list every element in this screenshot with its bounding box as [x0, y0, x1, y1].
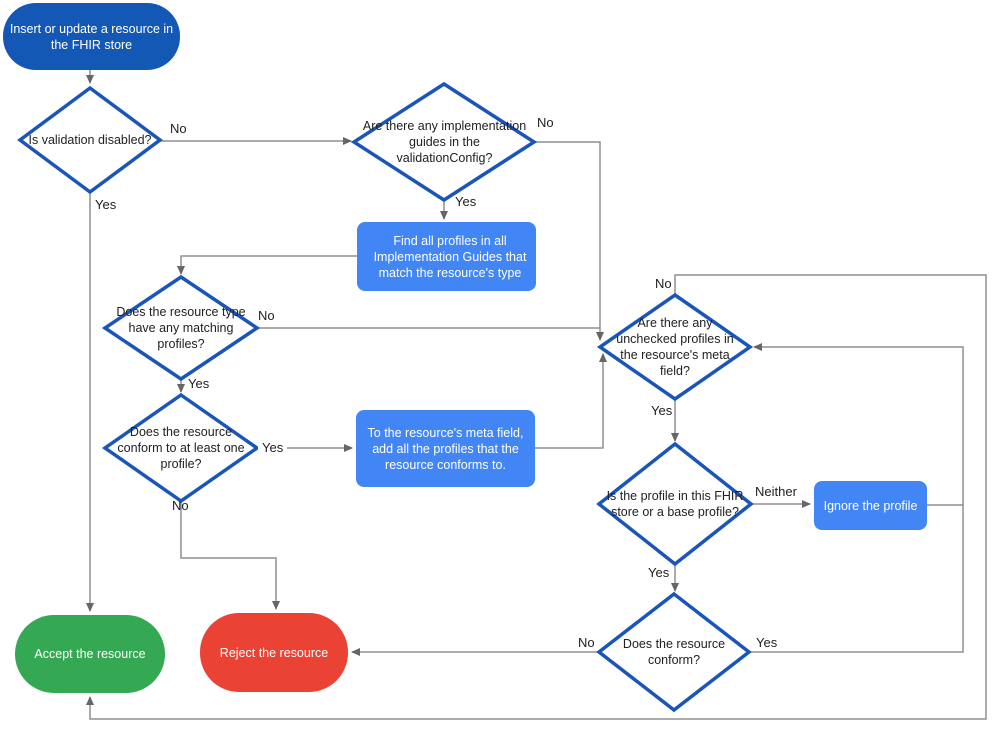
edge-label-implguides-no: No: [537, 115, 554, 130]
edge-label-matching-yes: Yes: [188, 376, 210, 391]
profile-in-store-diamond-shape: [596, 441, 754, 567]
diamond-group: [17, 81, 754, 713]
edge-label-implguides-yes: Yes: [455, 194, 477, 209]
edge-label-conform-yes: Yes: [756, 635, 778, 650]
edge-label-validation-yes: Yes: [95, 197, 117, 212]
edge-label-profileinstore-neither: Neither: [755, 484, 797, 499]
add-profiles-node-shape: [356, 410, 535, 487]
conform-one-diamond-shape: [101, 392, 261, 504]
edge-label-conformone-no: No: [172, 498, 189, 513]
edge-label-validation-no: No: [170, 121, 187, 136]
edge-unchecked-no-to-accept: [86, 274, 987, 720]
edge-findprofiles-to-matching: [177, 255, 357, 275]
matching-profiles-diamond-shape: [101, 274, 261, 382]
ignore-profile-node-shape: [814, 481, 927, 530]
edge-label-unchecked-yes: Yes: [651, 403, 673, 418]
edge-conformone-no-to-reject: [180, 501, 280, 610]
start-node-shape: [3, 3, 180, 70]
connector-group: [86, 70, 987, 720]
impl-guides-diamond-shape: [350, 81, 538, 203]
edge-label-profileinstore-yes: Yes: [648, 565, 670, 580]
edge-label-conformone-yes: Yes: [258, 440, 288, 456]
edge-addprofiles-to-unchecked: [535, 353, 607, 449]
edge-label-conform-no: No: [578, 635, 595, 650]
edge-label-matching-no: No: [258, 308, 275, 323]
edge-implguides-no: [534, 141, 604, 341]
validation-disabled-diamond-shape: [17, 85, 163, 195]
unchecked-profiles-diamond-shape: [596, 292, 754, 402]
reject-node-shape: [200, 613, 348, 692]
find-profiles-node-shape: [357, 222, 536, 291]
resource-conform-diamond-shape: [596, 591, 752, 713]
edge-label-unchecked-no: No: [655, 276, 672, 291]
accept-node-shape: [15, 615, 165, 693]
edge-conform-yes-loop: [749, 343, 964, 653]
